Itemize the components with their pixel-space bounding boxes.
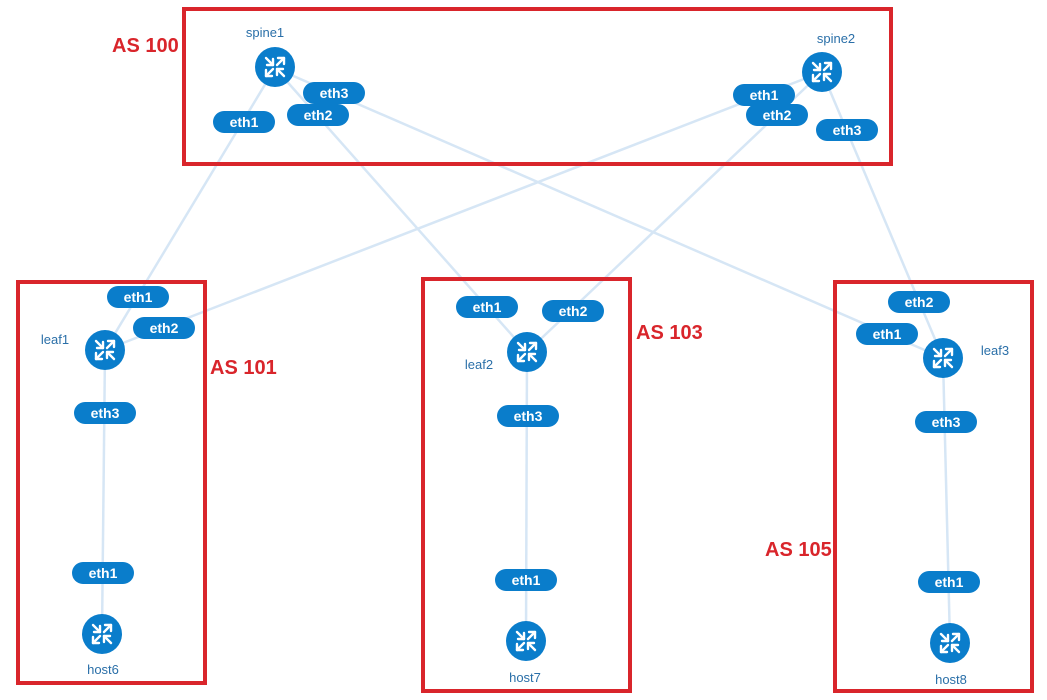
iface-leaf2-eth3[interactable]: eth3: [497, 405, 559, 427]
as-box-leaf2: [421, 277, 632, 693]
iface-host6-eth1[interactable]: eth1: [72, 562, 134, 584]
node-leaf3[interactable]: [923, 338, 963, 378]
link-spine1-leaf3[interactable]: [274, 66, 944, 360]
node-label-leaf3: leaf3: [980, 343, 1010, 358]
as-box-leaf3: [833, 280, 1034, 693]
node-leaf1[interactable]: [85, 330, 125, 370]
node-label-host7: host7: [509, 670, 541, 685]
node-spine2[interactable]: [802, 52, 842, 92]
iface-spine1-eth2[interactable]: eth2: [287, 104, 349, 126]
iface-leaf2-eth2[interactable]: eth2: [542, 300, 604, 322]
iface-host8-eth1[interactable]: eth1: [918, 571, 980, 593]
as-label-leaf2: AS 103: [636, 322, 703, 344]
iface-leaf1-eth2[interactable]: eth2: [133, 317, 195, 339]
iface-host7-eth1[interactable]: eth1: [495, 569, 557, 591]
node-host6[interactable]: [82, 614, 122, 654]
node-label-spine1: spine1: [245, 25, 285, 40]
node-label-host6: host6: [87, 662, 119, 677]
node-host8[interactable]: [930, 623, 970, 663]
iface-leaf1-eth3[interactable]: eth3: [74, 402, 136, 424]
as-box-leaf1: [16, 280, 207, 685]
iface-leaf3-eth1[interactable]: eth1: [856, 323, 918, 345]
node-leaf2[interactable]: [507, 332, 547, 372]
node-label-leaf2: leaf2: [464, 357, 494, 372]
as-label-spine: AS 100: [112, 35, 179, 57]
link-spine2-leaf1[interactable]: [104, 70, 823, 352]
link-leaf3-host8[interactable]: [941, 357, 952, 644]
link-leaf1-host6[interactable]: [100, 349, 107, 635]
node-label-leaf1: leaf1: [40, 332, 70, 347]
iface-spine2-eth3[interactable]: eth3: [816, 119, 878, 141]
iface-leaf2-eth1[interactable]: eth1: [456, 296, 518, 318]
iface-spine2-eth1[interactable]: eth1: [733, 84, 795, 106]
iface-leaf3-eth2[interactable]: eth2: [888, 291, 950, 313]
node-label-host8: host8: [935, 672, 967, 687]
iface-spine1-eth1[interactable]: eth1: [213, 111, 275, 133]
iface-spine2-eth2[interactable]: eth2: [746, 104, 808, 126]
as-box-spine: [182, 7, 893, 166]
node-label-spine2: spine2: [816, 31, 856, 46]
iface-leaf1-eth1[interactable]: eth1: [107, 286, 169, 308]
iface-leaf3-eth3[interactable]: eth3: [915, 411, 977, 433]
node-spine1[interactable]: [255, 47, 295, 87]
link-leaf2-host7[interactable]: [524, 351, 529, 642]
as-label-leaf1: AS 101: [210, 357, 277, 379]
node-host7[interactable]: [506, 621, 546, 661]
as-label-leaf3: AS 105: [765, 539, 832, 561]
iface-spine1-eth3[interactable]: eth3: [303, 82, 365, 104]
